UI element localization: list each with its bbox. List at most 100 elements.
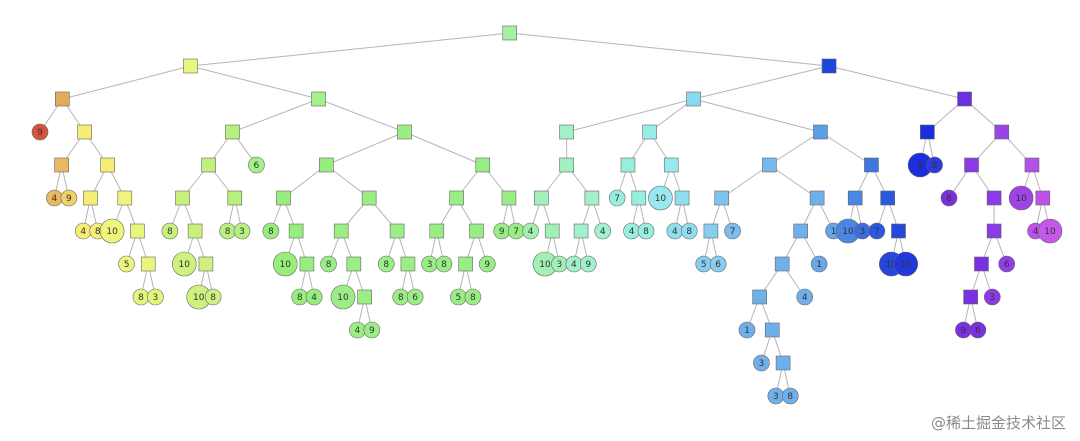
node-square bbox=[276, 190, 291, 206]
tree-node-square bbox=[187, 223, 203, 239]
node-label: 3 bbox=[427, 260, 433, 270]
node-square bbox=[397, 124, 412, 140]
tree-node-square bbox=[130, 223, 145, 239]
tree-node-square bbox=[400, 256, 416, 272]
node-label: 6 bbox=[715, 260, 721, 270]
tree-node-square bbox=[449, 190, 464, 206]
node-square bbox=[631, 190, 647, 206]
node-circle bbox=[435, 255, 453, 273]
tree-node-square bbox=[100, 157, 115, 173]
node-circle bbox=[406, 288, 424, 306]
node-square bbox=[361, 190, 377, 206]
tree-node-circle: 8 bbox=[637, 222, 655, 240]
tree-node-circle: 8 bbox=[464, 288, 482, 306]
tree-node-square bbox=[397, 124, 412, 140]
node-square bbox=[986, 190, 1002, 206]
node-circle bbox=[868, 222, 886, 240]
tree-node-circle: 4 bbox=[565, 255, 583, 273]
tree-node-circle: 3 bbox=[753, 354, 770, 372]
tree-node-circle: 4 bbox=[305, 288, 323, 306]
node-square bbox=[225, 124, 240, 140]
node-circle bbox=[810, 255, 828, 273]
tree-node-circle: 1 bbox=[810, 255, 828, 273]
tree-node-circle: 10 bbox=[272, 251, 298, 277]
tree-node-square bbox=[986, 223, 1002, 239]
node-square bbox=[752, 289, 767, 305]
node-label: 8 bbox=[268, 227, 274, 237]
tree-node-square bbox=[920, 124, 935, 140]
node-square bbox=[891, 223, 906, 239]
node-label: 4 bbox=[802, 293, 808, 303]
node-square bbox=[117, 190, 133, 206]
node-label: 6 bbox=[254, 161, 260, 171]
node-square bbox=[175, 190, 190, 206]
node-circle bbox=[204, 288, 222, 306]
node-circle bbox=[118, 255, 135, 273]
node-circle bbox=[738, 321, 756, 339]
node-label: 8 bbox=[398, 293, 404, 303]
tree-node-circle: 10 bbox=[330, 284, 356, 310]
tree-node-circle: 9 bbox=[363, 321, 381, 339]
tree-node-circle: 4 bbox=[522, 222, 539, 240]
node-label: 3 bbox=[989, 293, 995, 303]
node-square bbox=[299, 256, 315, 272]
node-label: 10 bbox=[106, 227, 118, 237]
node-circle bbox=[464, 288, 482, 306]
tree-node-square bbox=[311, 91, 326, 107]
node-circle bbox=[377, 255, 395, 273]
node-circle bbox=[99, 218, 125, 244]
tree-node-square bbox=[752, 289, 767, 305]
tree-node-square bbox=[429, 223, 445, 239]
node-circle bbox=[272, 251, 298, 277]
tree-node-square bbox=[994, 124, 1010, 140]
tree-node-square bbox=[198, 256, 214, 272]
node-square bbox=[130, 223, 145, 239]
tree-node-square bbox=[880, 190, 895, 206]
node-circle bbox=[680, 222, 698, 240]
node-label: 6 bbox=[975, 326, 981, 336]
node-square bbox=[183, 58, 198, 74]
node-square bbox=[963, 289, 978, 305]
node-square bbox=[201, 157, 216, 173]
node-label: 8 bbox=[946, 194, 952, 204]
node-square bbox=[762, 157, 777, 173]
node-label: 8 bbox=[917, 161, 923, 171]
tree-node-square bbox=[764, 322, 780, 338]
tree-node-circle: 8 bbox=[161, 222, 179, 240]
node-square bbox=[793, 223, 808, 239]
tree-node-circle: 3 bbox=[421, 255, 438, 273]
node-square bbox=[964, 157, 979, 173]
node-circle bbox=[781, 387, 799, 405]
node-label: 8 bbox=[167, 227, 173, 237]
tree-edge bbox=[769, 164, 818, 199]
node-circle bbox=[478, 255, 496, 273]
node-circle bbox=[926, 156, 943, 174]
tree-edge bbox=[190, 65, 319, 100]
tree-node-square bbox=[201, 157, 216, 173]
tree-node-circle: 3 bbox=[854, 222, 871, 240]
node-circle bbox=[363, 321, 381, 339]
node-square bbox=[77, 124, 92, 140]
node-square bbox=[544, 223, 560, 239]
node-label: 8 bbox=[210, 293, 216, 303]
tree-node-square bbox=[276, 190, 291, 206]
node-circle bbox=[161, 222, 179, 240]
tree-node-square bbox=[54, 157, 69, 173]
tree-node-square bbox=[775, 355, 791, 371]
tree-node-circle: 3 bbox=[147, 288, 164, 306]
node-square bbox=[534, 190, 549, 206]
node-label: 10 bbox=[337, 293, 349, 303]
node-square bbox=[389, 223, 405, 239]
node-label: 3 bbox=[557, 260, 563, 270]
node-square bbox=[642, 124, 657, 140]
tree-node-circle: 7 bbox=[608, 189, 626, 207]
tree-edge bbox=[649, 98, 694, 133]
tree-edge bbox=[509, 32, 830, 67]
tree-node-square bbox=[469, 223, 484, 239]
tree-node-square bbox=[584, 190, 600, 206]
tree-node-square bbox=[534, 190, 549, 206]
node-label: 3 bbox=[153, 293, 159, 303]
node-square bbox=[994, 124, 1010, 140]
